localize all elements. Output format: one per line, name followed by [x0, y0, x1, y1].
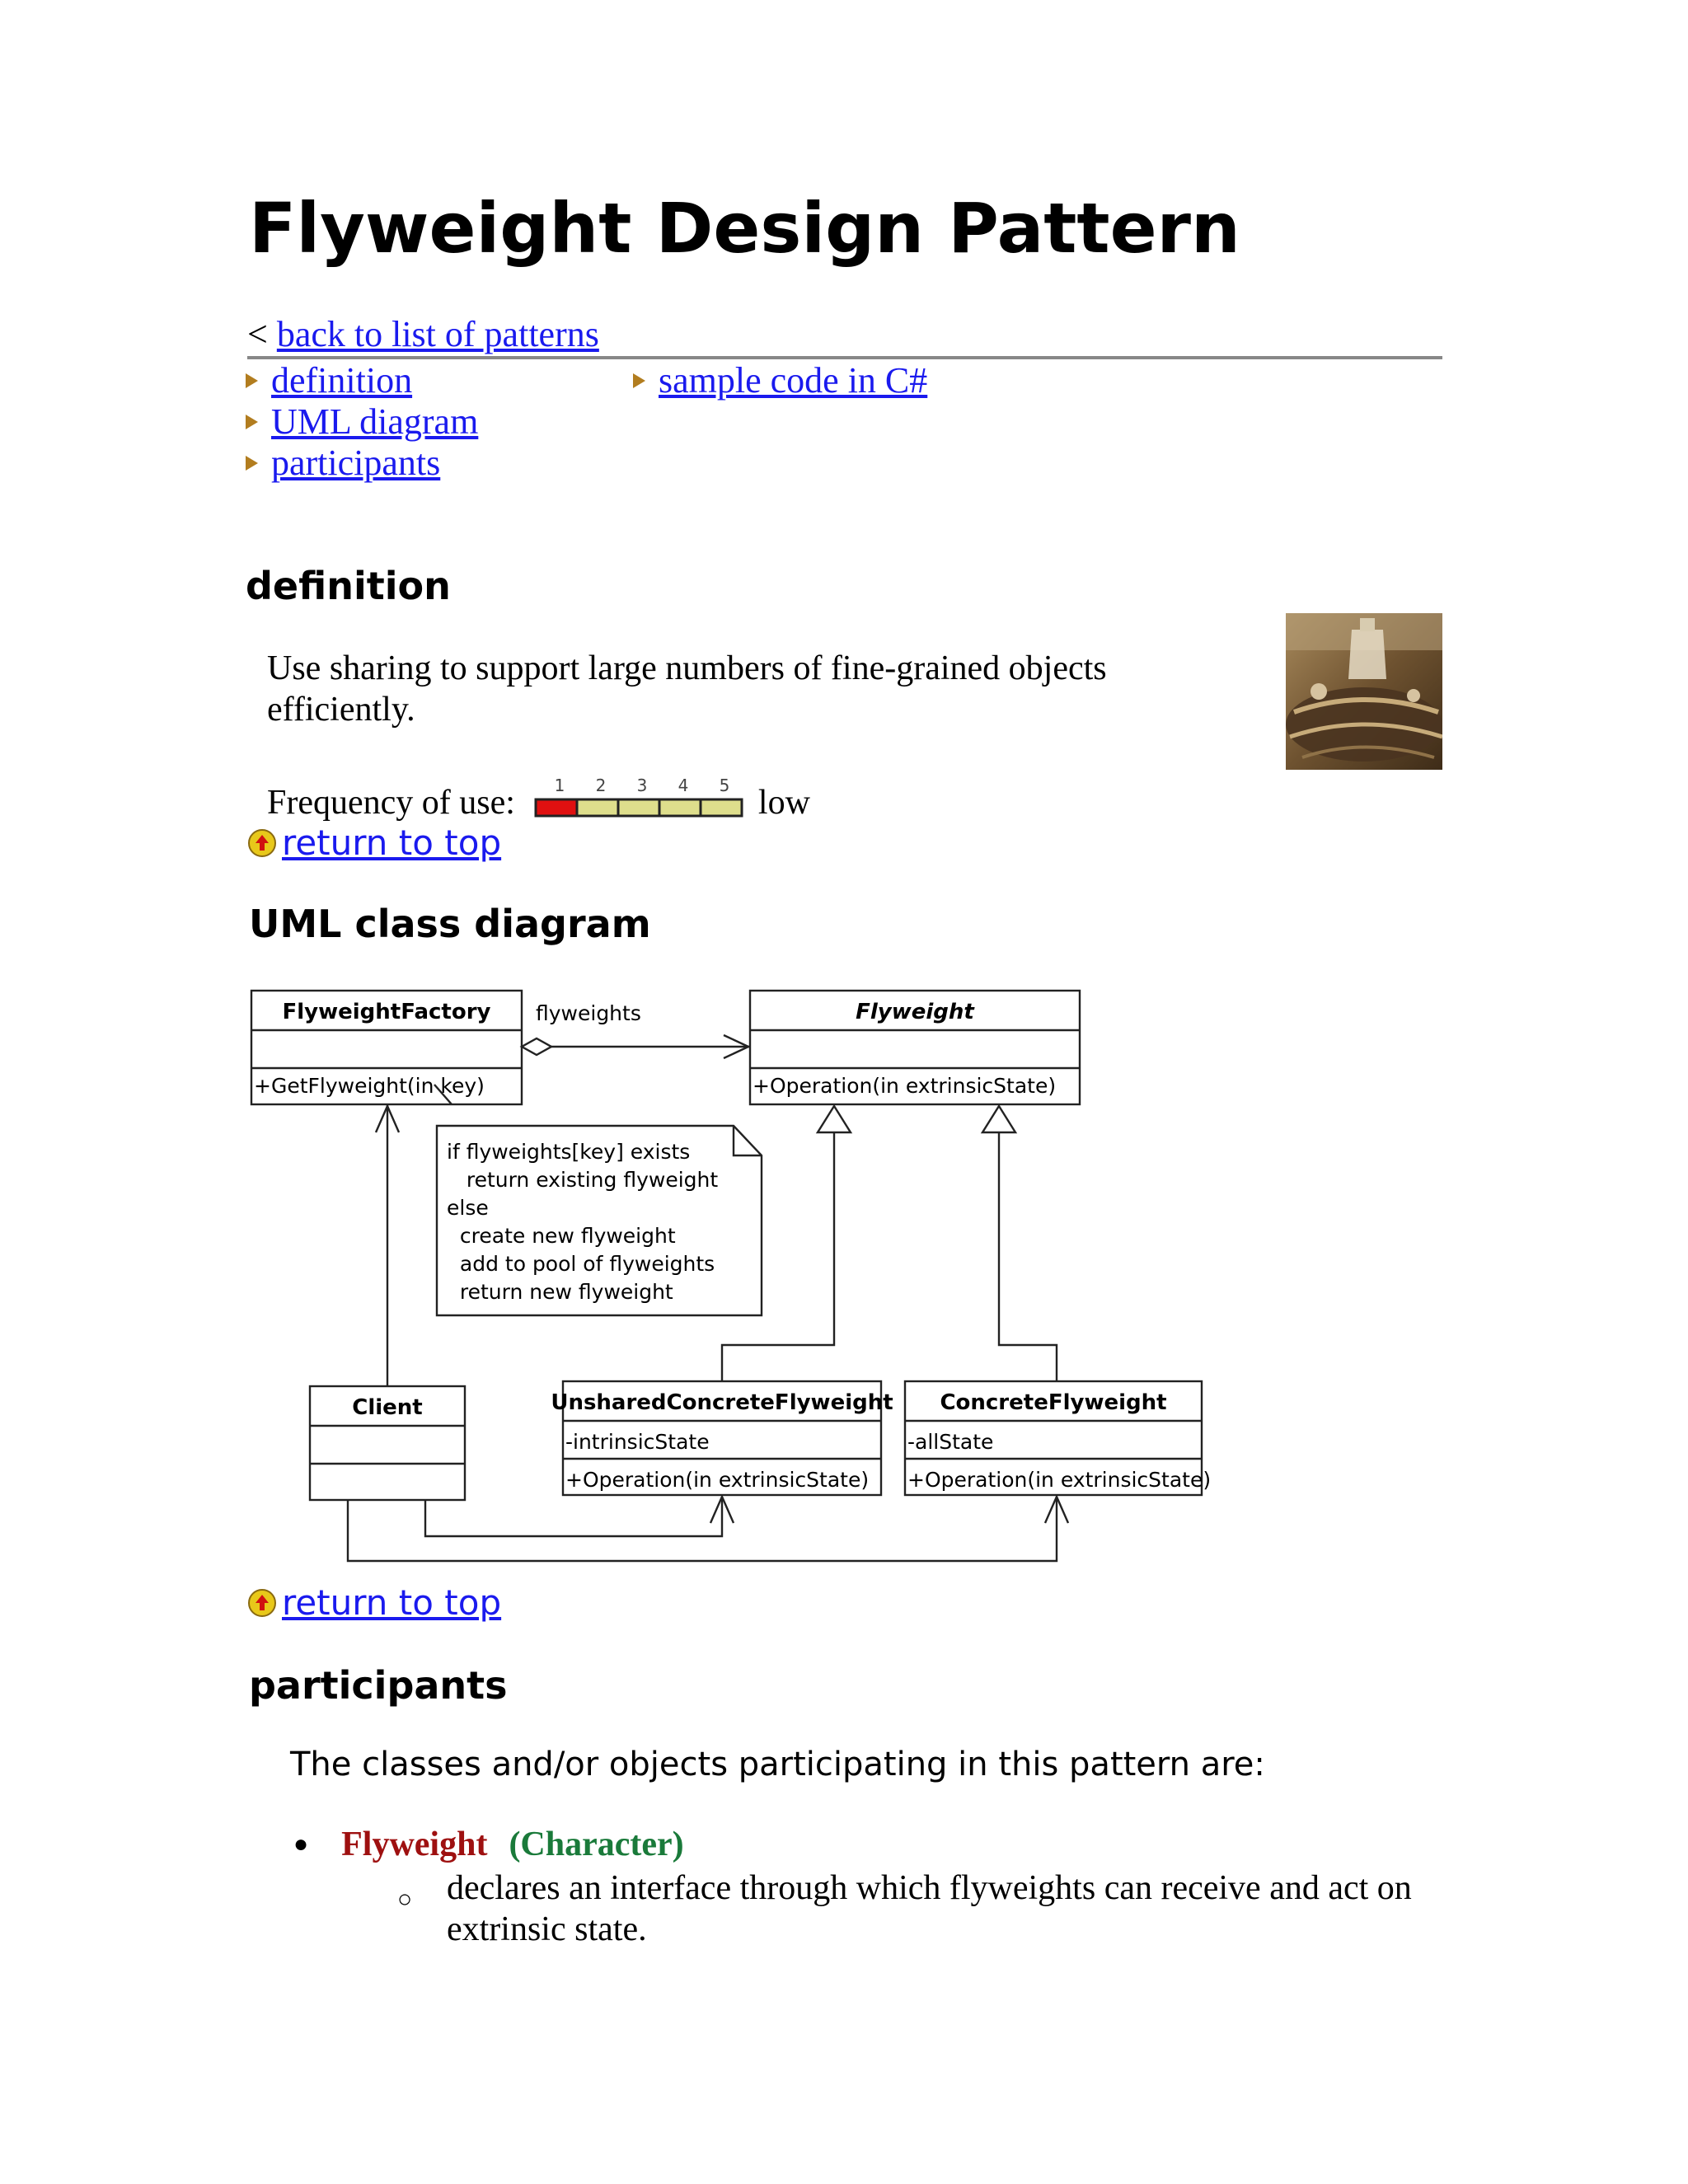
return-to-top-link[interactable]: return to top [282, 823, 502, 863]
triangle-bullet-icon [246, 414, 258, 429]
class-flyweight-factory: FlyweightFactory +GetFlyweight(in key) [250, 989, 523, 1106]
uml-heading: UML class diagram [249, 902, 651, 946]
definition-heading: definition [246, 564, 451, 608]
client-name: Client [352, 1395, 422, 1420]
generalization-unshared [720, 1104, 853, 1381]
arrow-up-circle-icon [248, 1589, 276, 1617]
toc-link-definition[interactable]: definition [271, 360, 413, 401]
frequency-cell [575, 798, 620, 818]
definition-text: Use sharing to support large numbers of … [267, 649, 1107, 729]
note-line-2: return existing flyweight [447, 1168, 718, 1192]
toc-link-uml[interactable]: UML diagram [271, 401, 479, 442]
class-client: Client [308, 1385, 467, 1502]
unshared-name: UnsharedConcreteFlyweight [551, 1390, 893, 1415]
pattern-photo [1286, 613, 1442, 770]
frequency-cell [534, 798, 579, 818]
participants-intro: The classes and/or objects participating… [290, 1746, 1265, 1783]
note-line-1: if flyweights[key] exists [447, 1140, 690, 1164]
triangle-bullet-icon [633, 373, 645, 388]
factory-operation: +GetFlyweight(in key) [254, 1074, 485, 1098]
unshared-attribute: -intrinsicState [565, 1430, 710, 1454]
triangle-bullet-icon [246, 373, 258, 388]
frequency-cell [699, 798, 743, 818]
frequency-row: Frequency of use: low [267, 783, 810, 823]
divider [247, 356, 1442, 359]
generalization-concrete [980, 1104, 1058, 1381]
back-nav: < back to list of patterns [247, 314, 599, 354]
unshared-operation: +Operation(in extrinsicState) [565, 1468, 869, 1492]
association-label: flyweights [536, 1001, 641, 1025]
class-unshared-concrete-flyweight: UnsharedConcreteFlyweight -intrinsicStat… [551, 1380, 893, 1497]
bullet-dot: ● [293, 1830, 309, 1858]
participant-name: Flyweight [341, 1825, 488, 1863]
list-item: ● Flyweight (Character) [293, 1825, 684, 1864]
frequency-scale-label: 3 [637, 776, 648, 795]
class-flyweight: Flyweight +Operation(in extrinsicState) [748, 989, 1081, 1106]
toc-item-sample-code: sample code in C# [633, 360, 928, 401]
dependency-client-factory [374, 1104, 401, 1386]
arrow-up-circle-icon [248, 829, 276, 857]
aggregation-flyweights: flyweights [519, 1001, 751, 1060]
concrete-operation: +Operation(in extrinsicState) [907, 1468, 1211, 1492]
uml-note: if flyweights[key] exists return existin… [249, 986, 777, 1317]
frequency-scale-label: 2 [596, 776, 607, 795]
return-to-top-1[interactable]: return to top [247, 826, 501, 860]
toc-link-sample-code[interactable]: sample code in C# [659, 360, 928, 401]
toc-item-definition: definition [246, 360, 413, 401]
frequency-word: low [757, 784, 810, 822]
toc-item-uml: UML diagram [246, 401, 479, 442]
note-line-3: else [447, 1196, 489, 1220]
participant-detail: declares an interface through which flyw… [447, 1869, 1412, 1948]
uml-class-diagram: FlyweightFactory +GetFlyweight(in key) F… [249, 986, 1211, 1563]
dependency-client-unshared [424, 1494, 735, 1538]
concrete-attribute: -allState [907, 1430, 993, 1454]
frequency-cell [617, 798, 661, 818]
triangle-bullet-icon [246, 455, 258, 471]
page-title: Flyweight Design Pattern [249, 188, 1240, 269]
note-line-5: add to pool of flyweights [447, 1252, 715, 1276]
flyweight-name: Flyweight [856, 1000, 975, 1024]
flyweight-operation: +Operation(in extrinsicState) [753, 1074, 1056, 1098]
toc-item-participants: participants [246, 443, 440, 483]
participant-example: (Character) [509, 1825, 684, 1863]
dependency-client-concrete [346, 1494, 1070, 1563]
return-to-top-2[interactable]: return to top [247, 1586, 501, 1620]
sub-bullet: ○ [397, 1886, 413, 1913]
participants-heading: participants [249, 1663, 508, 1708]
frequency-scale-label: 1 [555, 776, 565, 795]
frequency-scale-label: 5 [720, 776, 730, 795]
frequency-label: Frequency of use: [267, 784, 515, 822]
return-to-top-link[interactable]: return to top [282, 1582, 502, 1623]
back-to-patterns-link[interactable]: back to list of patterns [276, 314, 599, 354]
toc-link-participants[interactable]: participants [271, 443, 441, 483]
frequency-cell [658, 798, 702, 818]
concrete-name: ConcreteFlyweight [940, 1390, 1166, 1415]
back-prefix: < [247, 314, 268, 354]
note-line-4: create new flyweight [447, 1224, 676, 1248]
note-line-6: return new flyweight [447, 1280, 673, 1304]
factory-name: FlyweightFactory [283, 1000, 491, 1024]
class-concrete-flyweight: ConcreteFlyweight -allState +Operation(i… [903, 1380, 1211, 1497]
frequency-scale-label: 4 [678, 776, 689, 795]
frequency-meter: 1 2 3 4 5 [534, 776, 743, 818]
svg-text:if flyweights[key] exists: if flyweights[key] exists return existin… [249, 986, 777, 1304]
